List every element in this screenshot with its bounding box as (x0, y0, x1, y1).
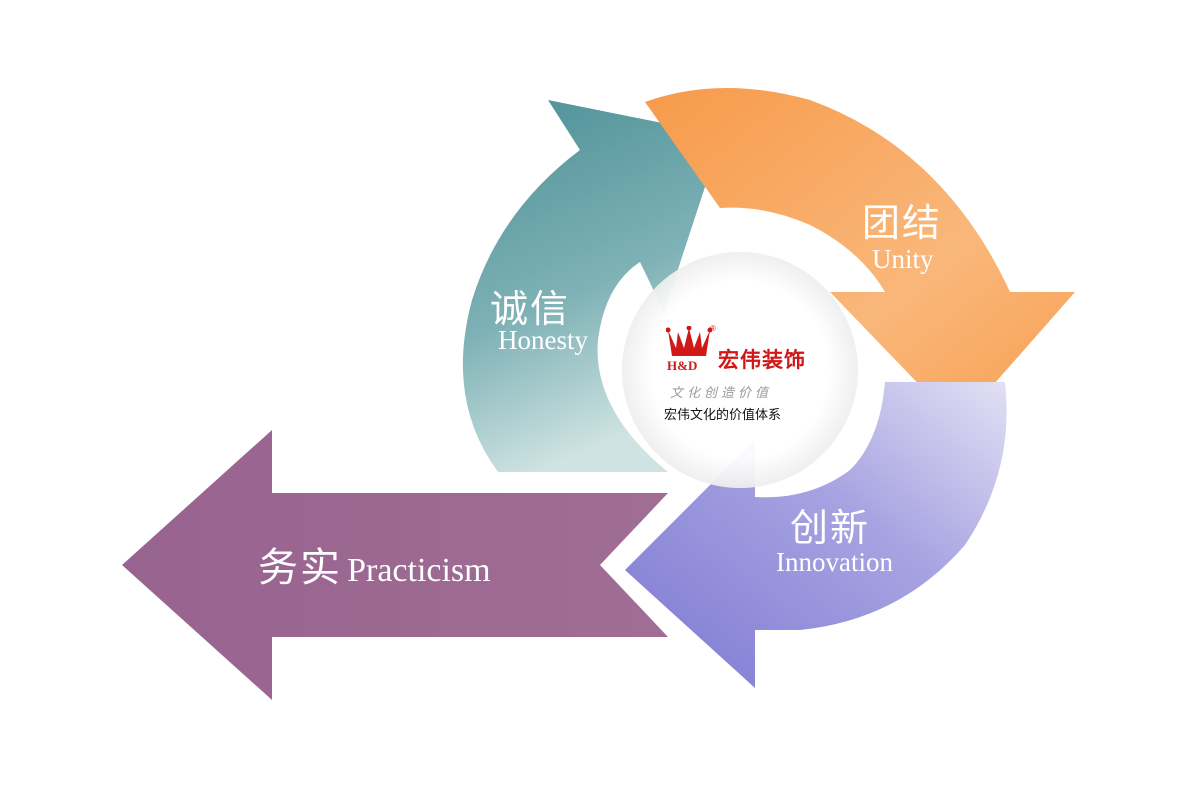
logo-mark: H&D (667, 358, 698, 373)
slogan: 文化创造价值 (670, 386, 773, 401)
honesty-arrow (462, 100, 722, 472)
innovation-label-en: Innovation (776, 547, 893, 577)
innovation-arrow (625, 382, 1007, 688)
honesty-label-zh: 诚信 (490, 287, 571, 331)
practicism-label: 务实 Practicism (258, 535, 491, 593)
unity-label-zh: 团结 (862, 201, 943, 245)
center-circle (622, 252, 858, 488)
practicism-label-en: Practicism (347, 552, 491, 589)
company-logo: H&D ® 宏伟装饰 文化创造价值 宏伟文化的价值体系 (660, 318, 825, 428)
practicism-arrow (122, 430, 668, 700)
honesty-label-en: Honesty (498, 325, 588, 355)
unity-arrow (645, 87, 1075, 425)
center-caption: 宏伟文化的价值体系 (664, 408, 782, 423)
innovation-label-zh: 创新 (790, 506, 871, 550)
registered-mark: ® (710, 324, 716, 333)
unity-label-en: Unity (872, 244, 934, 274)
practicism-label-zh: 务实 (258, 545, 342, 591)
crown-icon (666, 326, 712, 356)
brand-name: 宏伟装饰 (718, 348, 806, 372)
